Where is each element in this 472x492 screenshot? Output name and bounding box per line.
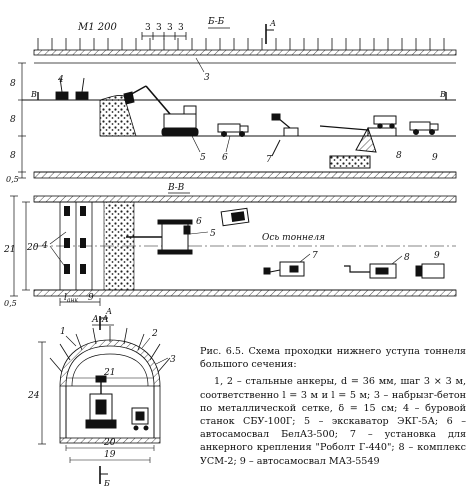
axis-label: Ось тоннеля [262, 233, 325, 243]
callout-7-plan: 7 [312, 251, 318, 261]
dim-plan-9: 9 [88, 293, 94, 303]
plan-view: В-В 21 20 0,5 4 [3, 183, 457, 330]
dump-truck-elevation [217, 123, 249, 137]
section-mark-a-top: А [269, 19, 276, 28]
dim-plan-21: 21 [3, 245, 15, 255]
drill-rigs-plan [64, 206, 86, 274]
callout-4-elev: 4 [57, 75, 64, 85]
maz-truck-elevation [373, 115, 439, 135]
callout-5-plan: 5 [210, 229, 216, 239]
scale-label: M1 200 [77, 22, 118, 33]
excavator-elevation [123, 85, 199, 137]
dim-sec-20: 20 [103, 438, 116, 448]
dim-sec-21: 21 [103, 368, 115, 378]
dim-top-4: 3 [178, 23, 184, 33]
section-mark-b-bottom: Б [103, 479, 110, 488]
dim-elev-2: 8 [10, 115, 16, 125]
arch-lining [59, 339, 161, 387]
anchor-rig-elevation [271, 113, 299, 157]
callout-9-elev: 9 [432, 153, 438, 163]
elevation-view: M1 200 3 3 3 3 Б-Б А [6, 17, 457, 184]
callout-8-plan: 8 [404, 253, 410, 263]
callout-3-elev: 3 [204, 73, 210, 83]
dim-elev-side: 0,5 [6, 175, 19, 184]
excavator-plan [126, 219, 193, 255]
usm-complex-elevation [319, 125, 397, 169]
excavator-section [85, 375, 117, 429]
callout-6-plan: 6 [196, 217, 202, 227]
usm-complex-plan [344, 263, 397, 279]
section-label-bb-top: Б-Б [207, 17, 225, 27]
dump-truck-plan [220, 207, 250, 227]
dim-lanc: lанк [64, 293, 78, 304]
section-label-vv: В-В [167, 183, 185, 193]
dim-plan-05: 0,5 [4, 299, 17, 308]
muck-pile-elevation [99, 95, 137, 137]
anchor-rig-plan [263, 261, 305, 277]
dim-top-1: 3 [145, 23, 151, 33]
section-mark-v-right: В [439, 90, 446, 99]
callout-6-elev: 6 [222, 153, 228, 163]
callout-8-elev: 8 [396, 151, 402, 161]
section-mark-v-left: В [30, 90, 37, 99]
callout-1-sec: 1 [60, 327, 66, 337]
truck-section [131, 407, 149, 431]
dim-plan-20: 20 [26, 243, 39, 253]
roof-anchors [37, 38, 445, 50]
dim-elev-1: 8 [10, 79, 16, 89]
callout-7-elev: 7 [266, 155, 272, 165]
cross-section: А-А 1 2 3 [27, 315, 176, 488]
caption-title: Рис. 6.5. Схема проходки нижнего уступа … [200, 346, 466, 371]
maz-truck-plan [415, 263, 445, 279]
callout-2-sec: 2 [151, 329, 158, 339]
caption-legend: 1, 2 – стальные анкеры, d = 36 мм, шаг 3… [200, 376, 466, 467]
callout-3-sec: 3 [170, 355, 176, 365]
callout-5-elev: 5 [200, 153, 206, 163]
dim-top-3: 3 [167, 23, 173, 33]
figure-caption: Рис. 6.5. Схема проходки нижнего уступа … [200, 345, 466, 468]
section-label-aa: А-А [91, 315, 109, 325]
dim-sec-19: 19 [104, 450, 116, 460]
dim-sec-24: 24 [27, 391, 40, 401]
dim-top-2: 3 [156, 23, 162, 33]
callout-9-plan: 9 [434, 251, 440, 261]
dim-elev-3: 8 [10, 151, 16, 161]
section-mark-a-plan: А [105, 307, 112, 316]
drill-rig-elevation [55, 77, 89, 100]
